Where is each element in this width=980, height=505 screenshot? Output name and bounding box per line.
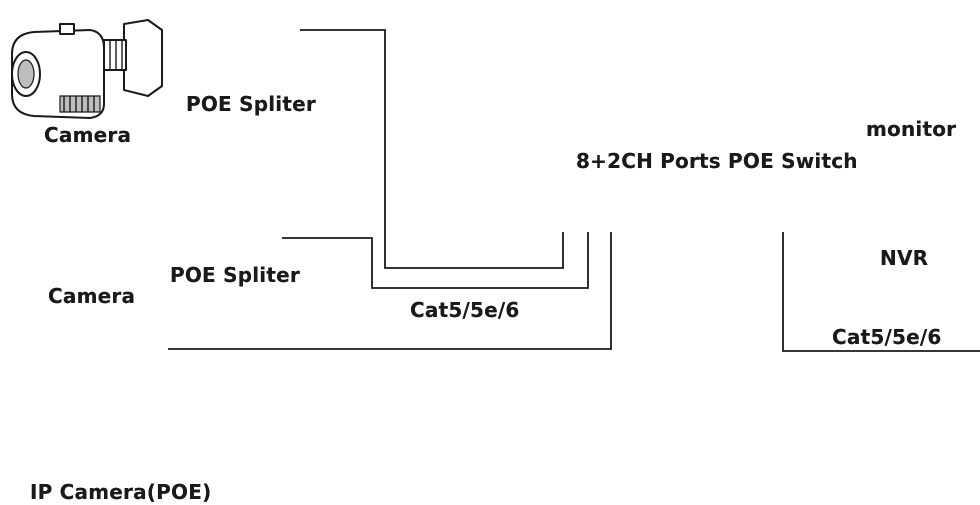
cable-ipcamera-switch [168,232,612,350]
cable-right-text: Cat5/5e/6 [832,325,942,349]
nvr-text: NVR [880,246,929,270]
poe-splitter-2-text: POE Spliter [170,263,300,287]
nvr-label: NVR [880,246,929,270]
bullet-camera-icon [11,19,163,119]
monitor-label: monitor [866,117,957,141]
camera-2-label: Camera [48,284,136,308]
cable-splitter1-switch [300,29,564,269]
cable-left-label: Cat5/5e/6 [410,298,520,322]
poe-splitter-1-text: POE Spliter [186,92,316,116]
camera-1-text: Camera [44,123,132,147]
cable-left-text: Cat5/5e/6 [410,298,520,322]
cable-switch-nvr [782,232,980,352]
switch-text: 8+2CH Ports POE Switch [576,149,858,173]
cable-right-label: Cat5/5e/6 [832,325,942,349]
camera-2-text: Camera [48,284,136,308]
camera-1-label: Camera [44,123,132,147]
ip-camera-text: IP Camera(POE) [30,480,212,504]
cable-splitter2-switch [282,232,589,289]
poe-splitter-2-label: POE Spliter [170,263,300,287]
monitor-text: monitor [866,117,957,141]
cables [168,29,980,352]
ip-camera-label: IP Camera(POE) [30,480,212,504]
poe-splitter-1-label: POE Spliter [186,92,316,116]
switch-label: 8+2CH Ports POE Switch [576,149,858,173]
